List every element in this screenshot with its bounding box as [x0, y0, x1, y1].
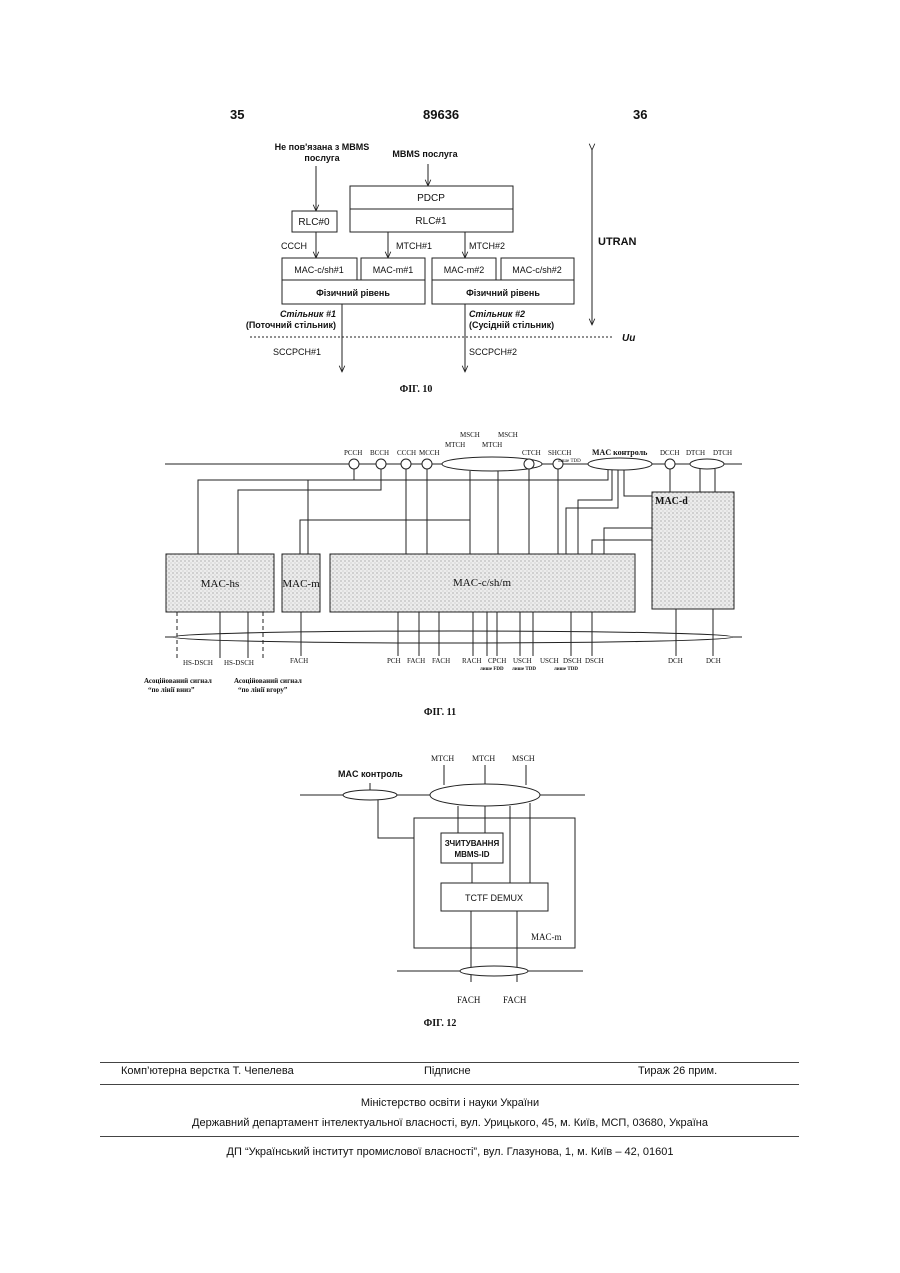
mtch-label-b: MTCH: [472, 754, 495, 763]
msch-label: MSCH: [512, 754, 535, 763]
read-mbms-id-label: ЗЧИТУВАННЯ: [445, 839, 500, 848]
sccpch1-label: SCCPCH#1: [273, 347, 321, 357]
msch-label-1: MSCH: [460, 431, 480, 439]
utran-label: UTRAN: [598, 236, 637, 248]
cpch-label: CPCH: [488, 657, 506, 665]
circulation-note: Тираж 26 прим.: [638, 1065, 717, 1077]
mbms-service-label: MBMS послуга: [392, 149, 458, 159]
dsch-label-1: DSCH: [563, 657, 582, 665]
assoc-downlink-sublabel: “по лінії вниз”: [148, 686, 195, 694]
cell1-label: Стільник #1: [280, 309, 336, 319]
hs-dsch-label-2: HS-DSCH: [224, 659, 254, 667]
mtch-label-2: MTCH: [482, 441, 502, 449]
tdd-only-label-2: лише TDD: [554, 667, 578, 672]
rach-label: RACH: [462, 657, 481, 665]
footer-rule-bottom: [100, 1136, 799, 1137]
hs-dsch-label-1: HS-DSCH: [183, 659, 213, 667]
sccpch2-label: SCCPCH#2: [469, 347, 517, 357]
page-number-left: 35: [230, 107, 244, 122]
non-mbms-service-label: Не пов'язана з MBMS: [275, 142, 370, 152]
mac-control-label: MAC контроль: [592, 448, 648, 457]
assoc-uplink-label: Асоційований сигнал: [234, 677, 302, 685]
fach-label-a: FACH: [457, 995, 481, 1005]
figure-11-caption: ФІГ. 11: [424, 707, 456, 718]
fach-label-2: FACH: [432, 657, 450, 665]
non-mbms-service-label-2: послуга: [304, 153, 340, 163]
mcch-label: MCCH: [419, 449, 440, 457]
rlc1-label: RLC#1: [415, 216, 447, 227]
ctch-label: CTCH: [522, 449, 541, 457]
tdd-only-label-1: лише TDD: [512, 667, 536, 672]
institute-line: ДП “Український інститут промислової вла…: [0, 1146, 900, 1158]
mac-m1-label: MAC-m#1: [373, 265, 414, 275]
mtch-label-1: MTCH: [445, 441, 465, 449]
usch-label-2: USCH: [540, 657, 559, 665]
physical-layer-2-label: Фізичний рівень: [466, 288, 540, 298]
mac-csh2-label: MAC-c/sh#2: [512, 265, 562, 275]
mac-m2-label: MAC-m#2: [444, 265, 485, 275]
pcch-label: PCCH: [344, 449, 362, 457]
mac-control-label-12: MAC контроль: [338, 769, 403, 779]
uu-label: Uu: [622, 333, 635, 344]
dtch-label-2: DTCH: [713, 449, 732, 457]
pdcp-label: PDCP: [417, 193, 445, 204]
footer-rule-middle: [100, 1084, 799, 1085]
cell1-sublabel: (Поточний стільник): [246, 320, 336, 330]
figure-12: MTCH MTCH MSCH MAC контроль ЗЧИТУВАННЯ M…: [300, 754, 585, 1029]
mtch-label-a: MTCH: [431, 754, 454, 763]
mac-csh-m-label: MAC-c/sh/m: [453, 577, 512, 589]
figure-10: Не пов'язана з MBMS послуга MBMS послуга…: [246, 142, 637, 395]
footer-rule-top: [100, 1062, 799, 1063]
patent-number: 89636: [423, 107, 459, 122]
assoc-uplink-sublabel: “по лінії вгору”: [238, 686, 288, 694]
signed-note: Підписне: [424, 1065, 471, 1077]
cell2-label: Стільник #2: [469, 309, 525, 319]
ministry-line: Міністерство освіти і науки України: [0, 1097, 900, 1109]
figure-10-caption: ФІГ. 10: [400, 384, 433, 395]
physical-layer-1-label: Фізичний рівень: [316, 288, 390, 298]
assoc-downlink-label: Асоційований сигнал: [144, 677, 212, 685]
fach-label-b: FACH: [503, 995, 527, 1005]
dch-label-1: DCH: [668, 657, 683, 665]
mac-m-label: MAC-m: [282, 578, 320, 590]
mac-d-box: [652, 492, 734, 609]
figure-11: PCCH BCCH CCCH MCCH MTCH MTCH MSCH MSCH …: [144, 431, 742, 718]
mtch1-label: MTCH#1: [396, 241, 432, 251]
mac-csh1-label: MAC-c/sh#1: [294, 265, 344, 275]
ccch-label: CCCH: [397, 449, 416, 457]
mac-d-label: MAC-d: [655, 496, 688, 507]
tdd-only-top-label: лише TDD: [558, 459, 581, 464]
department-line: Державний департамент інтелектуальної вл…: [0, 1117, 900, 1129]
mtch2-label: MTCH#2: [469, 241, 505, 251]
tctf-demux-label: TCTF DEMUX: [465, 893, 523, 903]
usch-label-1: USCH: [513, 657, 532, 665]
dtch-label-1: DTCH: [686, 449, 705, 457]
cell2-sublabel: (Сусідній стільник): [469, 320, 554, 330]
dsch-label-2: DSCH: [585, 657, 604, 665]
mac-m-label-12: MAC-m: [531, 932, 562, 942]
page-number-right: 36: [633, 107, 647, 122]
rlc0-label: RLC#0: [298, 217, 330, 228]
shcch-label: SHCCH: [548, 449, 571, 457]
dch-label-2: DCH: [706, 657, 721, 665]
dcch-label: DCCH: [660, 449, 679, 457]
ccch-label: CCCH: [281, 241, 307, 251]
figure-12-caption: ФІГ. 12: [424, 1018, 457, 1029]
bcch-label: BCCH: [370, 449, 389, 457]
fdd-only-label: лише FDD: [480, 667, 504, 672]
pch-label: PCH: [387, 657, 401, 665]
mac-hs-label: MAC-hs: [201, 578, 240, 590]
read-mbms-id-sublabel: MBMS-ID: [454, 850, 489, 859]
fach-label-1: FACH: [407, 657, 425, 665]
fach-label-m: FACH: [290, 657, 308, 665]
layout-credit: Комп’ютерна верстка Т. Чепелева: [121, 1065, 294, 1077]
msch-label-2: MSCH: [498, 431, 518, 439]
